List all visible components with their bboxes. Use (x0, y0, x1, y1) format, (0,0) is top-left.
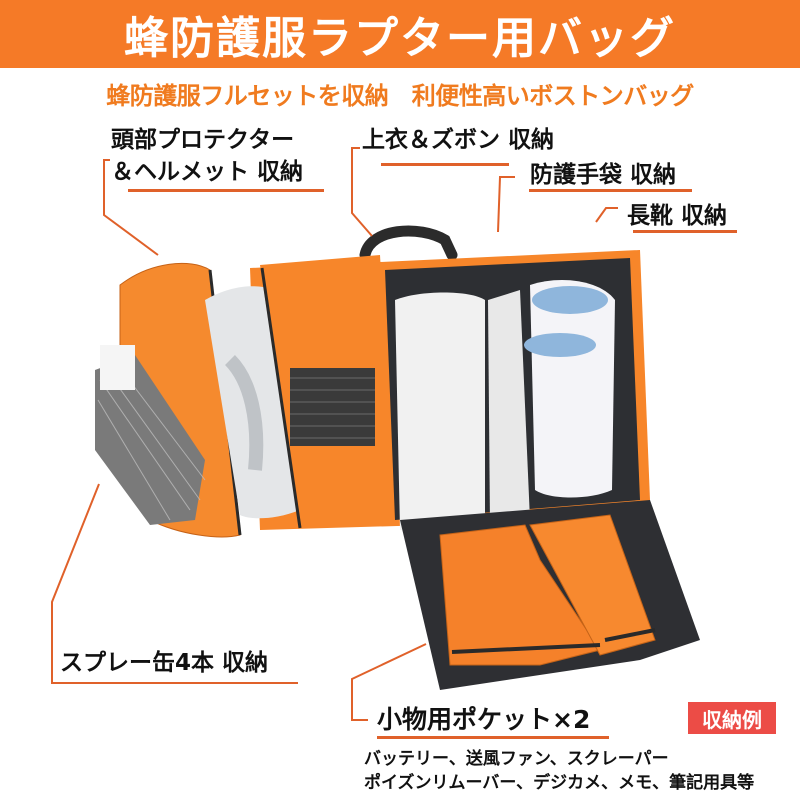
callout-clothes-underline (381, 163, 509, 166)
callout-head-underline (128, 189, 324, 192)
callout-pocket-underline (377, 736, 609, 739)
pocket-contents-line1: バッテリー、送風ファン、スクレーパー (364, 749, 669, 769)
pocket-contents-line2: ポイズンリムーバー、デジカメ、メモ、筆記用具等 (364, 773, 755, 793)
callout-spray: スプレー缶4本 収納 (60, 650, 269, 676)
callout-head-line2: ＆ヘルメット 収納 (111, 159, 304, 185)
example-badge: 収納例 (688, 702, 776, 734)
callout-gloves: 防護手袋 収納 (530, 162, 677, 188)
page-subtitle: 蜂防護服フルセットを収納 利便性高いボストンバッグ (106, 82, 694, 110)
callout-pocket: 小物用ポケット×2 (377, 705, 591, 734)
callout-boots: 長靴 収納 (627, 203, 728, 229)
header-banner: 蜂防護服ラプター用バッグ (0, 0, 800, 68)
callout-head-line1: 頭部プロテクター (111, 127, 295, 153)
callout-gloves-underline (529, 189, 692, 192)
callout-boots-underline (633, 230, 737, 233)
callout-clothes: 上衣＆ズボン 収納 (362, 127, 555, 153)
page-title: 蜂防護服ラプター用バッグ (124, 13, 676, 64)
